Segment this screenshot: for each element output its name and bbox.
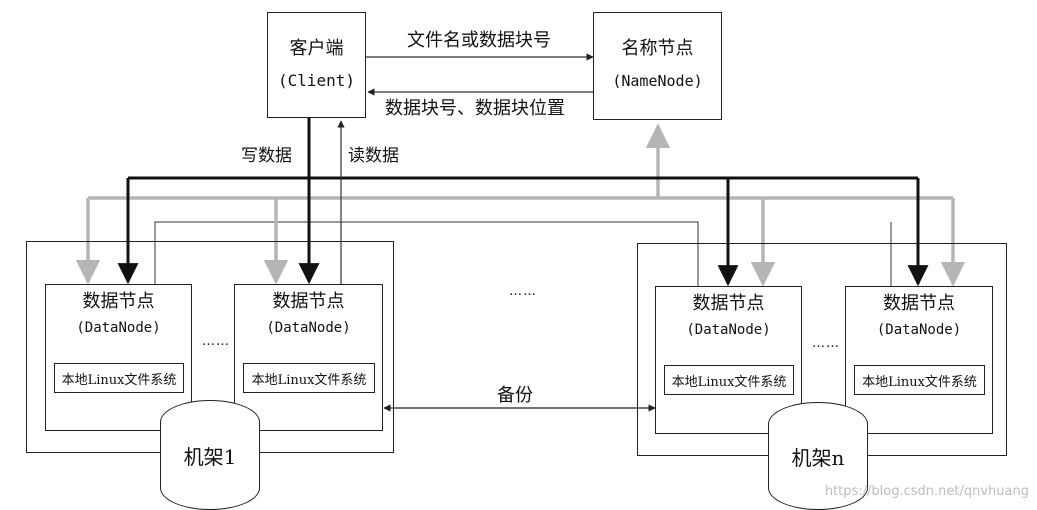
response-label: 数据块号、数据块位置	[385, 98, 565, 119]
client-title: 客户端	[289, 38, 344, 59]
read-label: 读数据	[348, 146, 399, 166]
heartbeat-line-left	[154, 221, 699, 287]
datanode-4-fs: 本地Linux文件系统	[854, 365, 985, 395]
datanode-3-title: 数据节点	[692, 293, 765, 314]
datanode-1-title: 数据节点	[82, 291, 155, 312]
backup-label: 备份	[497, 385, 533, 406]
client-node: 客户端 (Client)	[267, 12, 366, 118]
request-label: 文件名或数据块号	[407, 30, 551, 51]
rack-1-ellipsis: ……	[202, 334, 230, 349]
client-subtitle: (Client)	[277, 71, 356, 90]
datanode-2-fs: 本地Linux文件系统	[243, 363, 375, 393]
racks-ellipsis: ……	[509, 284, 537, 299]
watermark: https://blog.csdn.net/qnvhuang	[824, 484, 1029, 499]
write-label: 写数据	[241, 146, 292, 166]
rack-n-ellipsis: ……	[812, 336, 840, 351]
datanode-3-fs: 本地Linux文件系统	[664, 365, 794, 395]
datanode-1: 数据节点 (DataNode) 本地Linux文件系统	[45, 284, 192, 431]
namenode-node: 名称节点 (NameNode)	[593, 12, 722, 120]
datanode-3-subtitle: (DataNode)	[686, 322, 771, 338]
datanode-4-title: 数据节点	[883, 293, 955, 314]
datanode-4-subtitle: (DataNode)	[876, 322, 962, 338]
datanode-3: 数据节点 (DataNode) 本地Linux文件系统	[655, 286, 802, 434]
namenode-subtitle: (NameNode)	[612, 72, 703, 90]
datanode-2-title: 数据节点	[272, 291, 345, 312]
datanode-2-subtitle: (DataNode)	[266, 320, 351, 336]
rack-n-label: 机架n	[768, 402, 868, 510]
datanode-1-fs: 本地Linux文件系统	[54, 363, 184, 393]
namenode-title: 名称节点	[621, 38, 694, 59]
datanode-1-subtitle: (DataNode)	[76, 320, 161, 336]
rack-1-label: 机架1	[160, 400, 260, 510]
datanode-2: 数据节点 (DataNode) 本地Linux文件系统	[234, 284, 383, 431]
datanode-4: 数据节点 (DataNode) 本地Linux文件系统	[845, 286, 993, 434]
